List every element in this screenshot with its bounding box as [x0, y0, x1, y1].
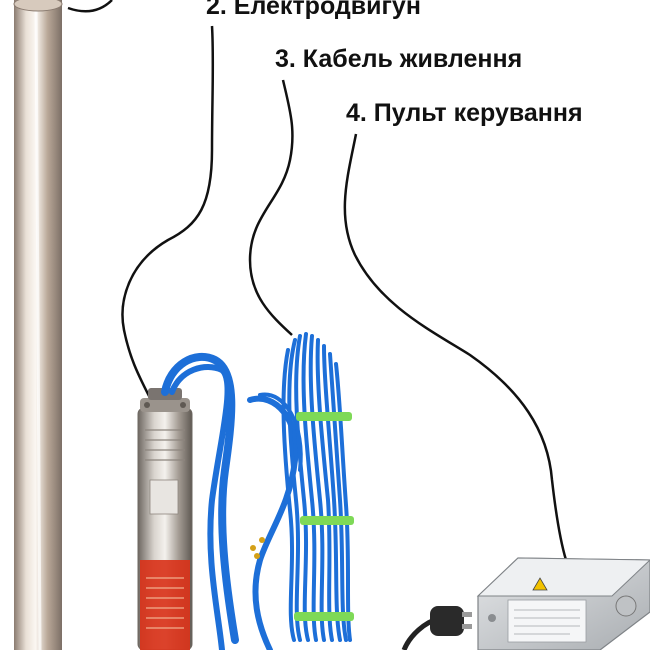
label-power-cable: 3. Кабель живлення: [275, 45, 523, 73]
submersible-motor: [137, 388, 193, 650]
power-plug: [401, 606, 472, 650]
label-control-panel: 4. Пульт керування: [346, 99, 583, 127]
cable-ties: [294, 412, 354, 621]
control-box: [476, 557, 650, 650]
leader-line-motor: [121, 25, 215, 399]
power-cable-coil: [281, 332, 352, 642]
leader-line-control: [343, 133, 568, 561]
label-motor: 2. Електродвигун: [206, 0, 421, 20]
pump-pipe: [13, 0, 63, 650]
leader-line-pump: [67, 0, 113, 13]
wire-terminals: [250, 537, 265, 559]
leader-line-cable: [248, 79, 294, 336]
